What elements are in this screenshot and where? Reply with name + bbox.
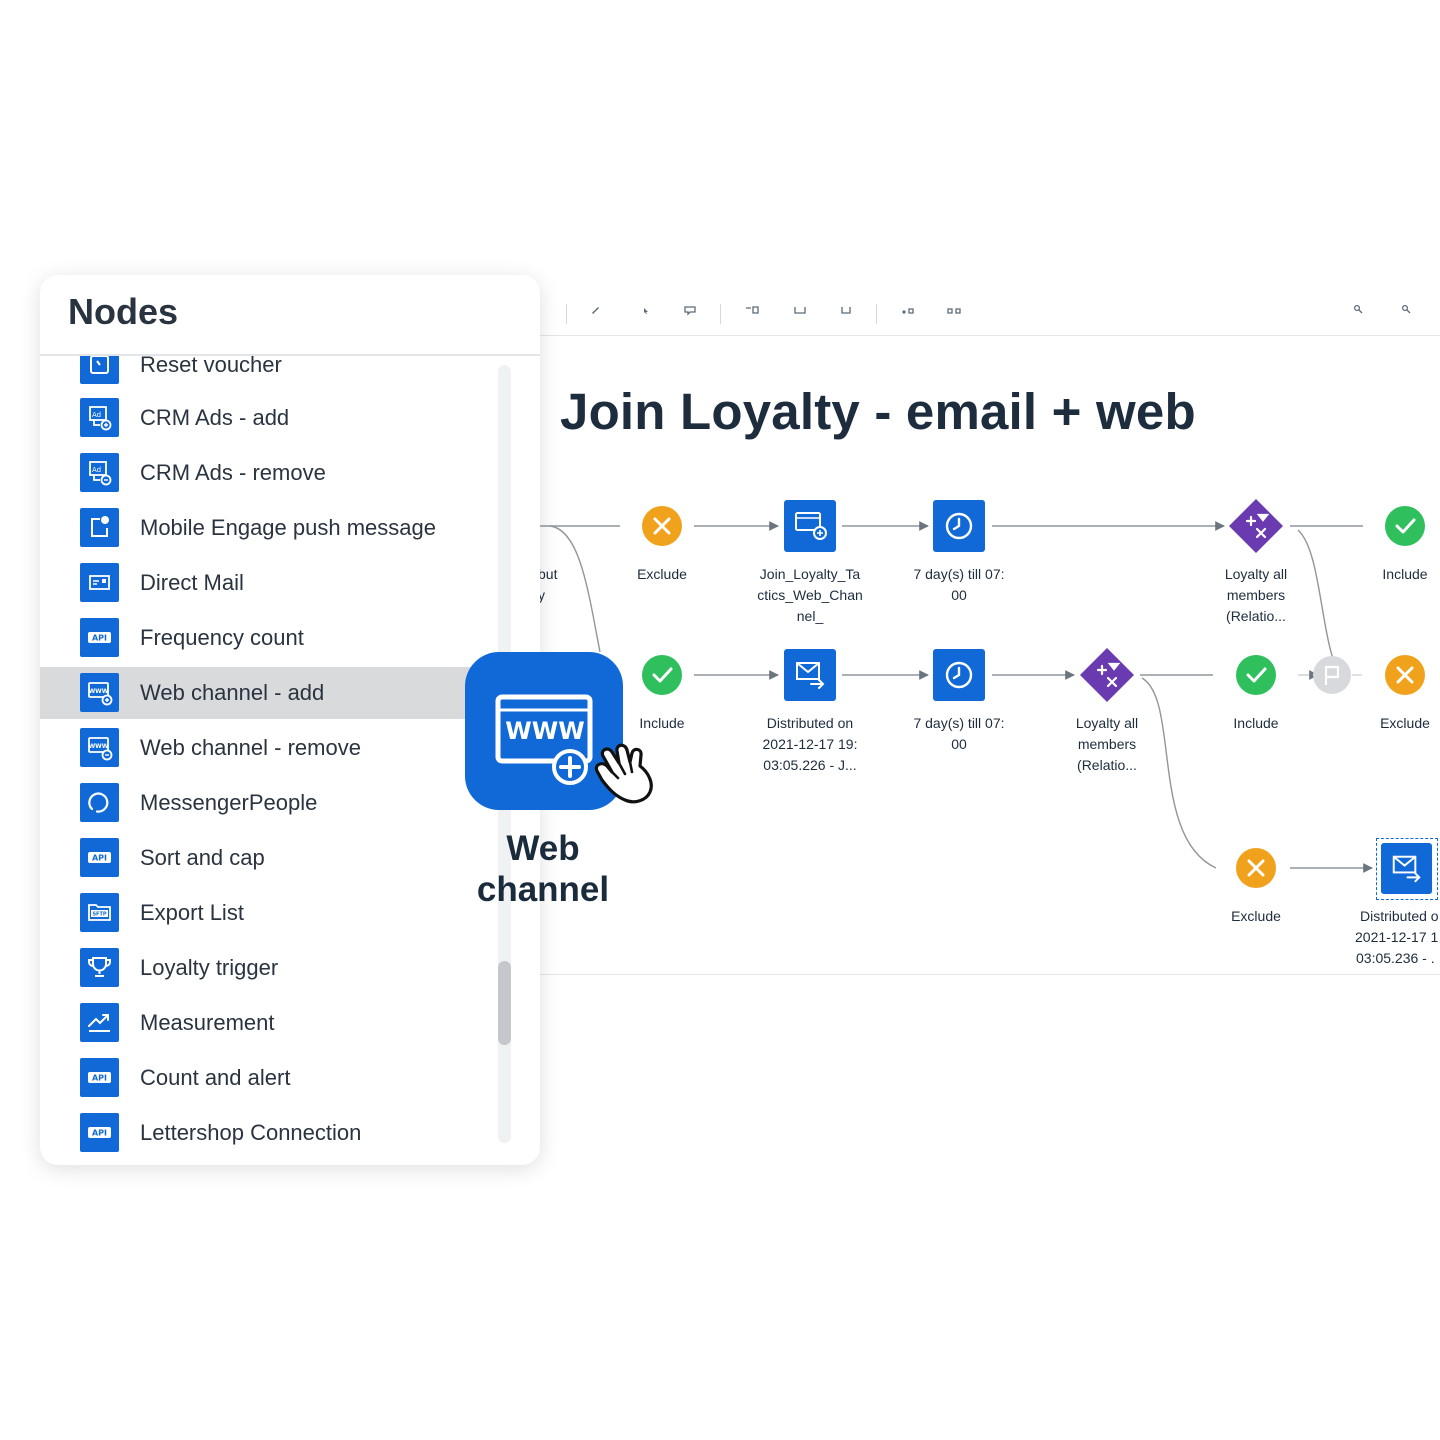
include-node[interactable]: [635, 648, 689, 702]
node-label: Include: [1233, 715, 1279, 731]
messenger-icon: [80, 783, 119, 822]
chart-trend-icon: [80, 1003, 119, 1042]
web-channel-remove-icon: WWW: [80, 728, 119, 767]
reset-voucher-icon: [80, 356, 119, 384]
crm-ads-add-icon: Ad: [80, 398, 119, 437]
node-item-messengerpeople[interactable]: MessengerPeople: [40, 777, 540, 829]
api-icon: API: [80, 1058, 119, 1097]
split-node[interactable]: [1080, 648, 1134, 702]
node-label: 7 day(s) till 07:00: [913, 715, 1005, 752]
svg-text:WWW: WWW: [89, 688, 109, 695]
node-item-crm-ads-remove[interactable]: Ad CRM Ads - remove: [40, 447, 540, 499]
trophy-icon: [80, 948, 119, 987]
node-item-web-channel-add[interactable]: WWW Web channel - add: [40, 667, 540, 719]
canvas-toolbar: [540, 290, 1440, 336]
svg-text:API: API: [92, 634, 107, 643]
svg-text:API: API: [92, 1129, 107, 1138]
node-connectors: [540, 521, 1373, 873]
svg-text:API: API: [92, 1074, 107, 1083]
node-item-web-channel-remove[interactable]: WWW Web channel - remove: [40, 722, 540, 774]
wait-node[interactable]: [932, 648, 986, 702]
panel-divider: [40, 354, 540, 356]
nodes-panel: Nodes Reset voucher Ad CRM Ads - add Ad …: [40, 275, 540, 1165]
svg-text:WWW: WWW: [505, 717, 584, 745]
crm-ads-remove-icon: Ad: [80, 453, 119, 492]
pencil-icon[interactable]: [588, 304, 604, 316]
end-flag-node[interactable]: [1305, 648, 1359, 702]
node-item-count-and-alert[interactable]: API Count and alert: [40, 1052, 540, 1104]
email-node[interactable]: [783, 648, 837, 702]
distribute-icon[interactable]: [946, 304, 962, 316]
web-channel-node[interactable]: [783, 499, 837, 553]
frame-icon[interactable]: [792, 304, 808, 316]
node-item-measurement[interactable]: Measurement: [40, 997, 540, 1049]
include-node[interactable]: [1378, 499, 1432, 553]
api-icon: API: [80, 618, 119, 657]
node-item-export-list[interactable]: SFTP Export List: [40, 887, 540, 939]
svg-text:WWW: WWW: [89, 743, 109, 750]
drag-hand-cursor-icon: [588, 738, 660, 806]
node-item-mobile-push[interactable]: Mobile Engage push message: [40, 502, 540, 554]
exclude-node[interactable]: [1229, 841, 1283, 895]
canvas-bottom-border: [540, 974, 1440, 975]
zoom-out-icon[interactable]: [1350, 304, 1366, 316]
group-icon[interactable]: [744, 304, 760, 316]
svg-text:SFTP: SFTP: [92, 912, 106, 918]
svg-text:API: API: [92, 854, 107, 863]
zoom-in-icon[interactable]: [1398, 304, 1414, 316]
node-list[interactable]: Reset voucher Ad CRM Ads - add Ad CRM Ad…: [40, 356, 540, 1165]
svg-text:Ad: Ad: [92, 411, 101, 419]
include-node[interactable]: [1229, 648, 1283, 702]
node-item-frequency-count[interactable]: API Frequency count: [40, 612, 540, 664]
program-canvas[interactable]: Join Loyalty - email + web: [538, 290, 1440, 976]
split-node[interactable]: [1229, 499, 1283, 553]
node-label: 7 day(s) till 07:00: [913, 566, 1005, 603]
node-item-reset-voucher[interactable]: Reset voucher: [40, 356, 540, 391]
scrollbar-thumb[interactable]: [498, 961, 511, 1045]
sftp-icon: SFTP: [80, 893, 119, 932]
node-label: Include: [639, 715, 685, 731]
node-label: Include: [1382, 566, 1428, 582]
direct-mail-icon: [80, 563, 119, 602]
panel-title: Nodes: [68, 291, 179, 332]
api-icon: API: [80, 838, 119, 877]
align-icon[interactable]: [900, 304, 916, 316]
node-item-direct-mail[interactable]: Direct Mail: [40, 557, 540, 609]
program-title: Join Loyalty - email + web: [560, 383, 1196, 440]
node-item-loyalty-trigger[interactable]: Loyalty trigger: [40, 942, 540, 994]
node-item-sort-and-cap[interactable]: API Sort and cap: [40, 832, 540, 884]
dragged-node-caption: Web channel: [476, 829, 610, 909]
dragged-web-channel-node[interactable]: WWW: [465, 652, 623, 810]
comment-icon[interactable]: [682, 304, 698, 316]
toolbar-separator: [720, 304, 721, 324]
api-icon: API: [80, 1113, 119, 1152]
node-label: Exclude: [637, 566, 687, 582]
svg-text:Ad: Ad: [92, 466, 101, 474]
node-item-lettershop-connection[interactable]: API Lettershop Connection: [40, 1107, 540, 1159]
box-icon[interactable]: [838, 304, 854, 316]
toolbar-separator: [876, 304, 877, 324]
exclude-node[interactable]: [635, 499, 689, 553]
exclude-node[interactable]: [1378, 648, 1432, 702]
web-channel-add-icon: WWW: [80, 673, 119, 712]
wait-node[interactable]: [932, 499, 986, 553]
node-label: Exclude: [1231, 908, 1281, 924]
toolbar-separator: [566, 304, 567, 324]
node-item-crm-ads-add[interactable]: Ad CRM Ads - add: [40, 392, 540, 444]
mobile-push-icon: [80, 508, 119, 547]
pointer-icon[interactable]: [638, 304, 654, 316]
email-node-selected[interactable]: [1376, 838, 1438, 900]
node-label: Exclude: [1380, 715, 1430, 731]
